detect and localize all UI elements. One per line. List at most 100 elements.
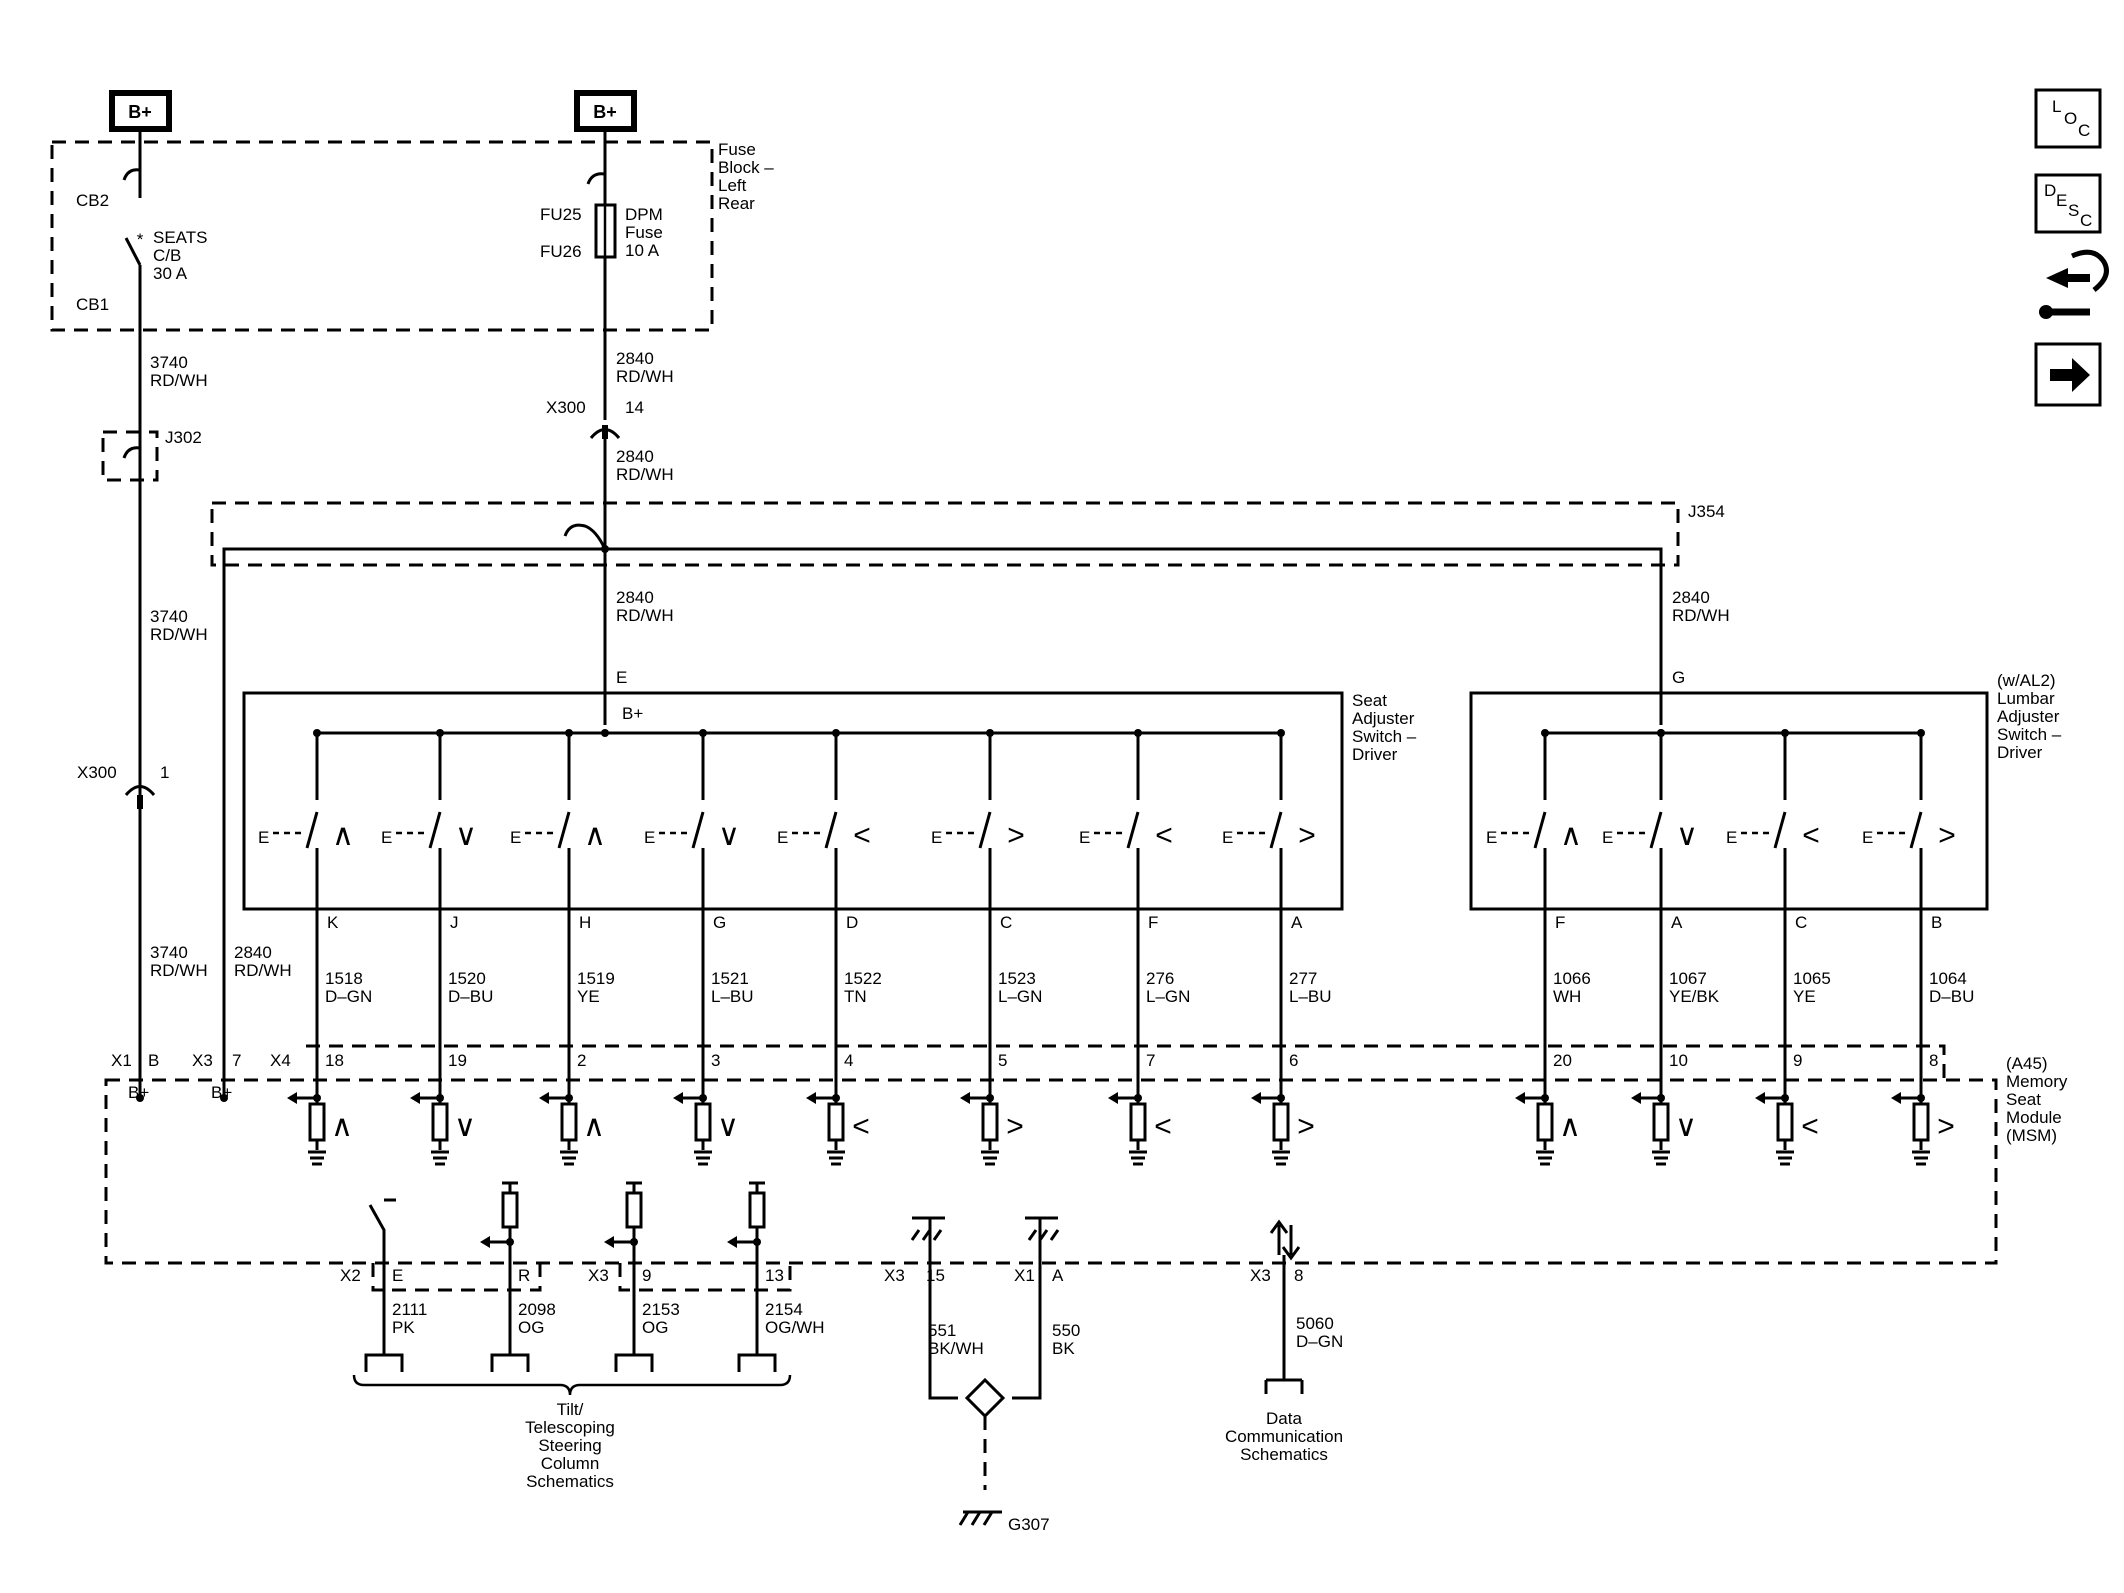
next-page-arrow-icon[interactable] [2034,342,2102,407]
g307-label: G307 [1008,1515,1050,1534]
seat-node-6 [1134,729,1142,737]
msm-x4-label: X4 [270,1051,291,1070]
svg-text:Lumbar: Lumbar [1997,689,2055,708]
seat-msm-pin-2: 2 [577,1051,586,1070]
connector-end-view-icon[interactable] [2039,249,2109,319]
seat-msm-pin-5: 5 [998,1051,1007,1070]
seat-pin-3: G [713,913,726,932]
seat-pullup-resistor-4 [827,1102,845,1142]
wire-5060-label: 5060 D–GN [1296,1314,1343,1351]
seat-msm-direction-6: < [1154,1110,1172,1143]
wire-3740-label-2: 3740 RD/WH [150,607,208,644]
lumbar-contact-3 [1909,811,1923,849]
seat-wire-number-2: 1519 [577,969,615,988]
lumbar-wire-number-1: 1067 [1669,969,1707,988]
msm-x1-pin: B [148,1051,159,1070]
lumbar-msm-pin-1: 10 [1669,1051,1688,1070]
svg-text:O: O [2064,109,2077,128]
msm-x1-label: X1 [111,1051,132,1070]
seat-ground-5 [981,1140,999,1166]
lumbar-node-2 [1781,729,1789,737]
seat-pin-7: A [1291,913,1303,932]
gnd2-pin: A [1052,1266,1064,1285]
svg-text:2840: 2840 [616,588,654,607]
seat-switch-label: Seat Adjuster Switch – Driver [1352,691,1417,764]
seat-ground-4 [827,1140,845,1166]
lumbar-wire-color-0: WH [1553,987,1581,1006]
seat-direction-4: < [853,819,871,852]
seat-e-label-6: E [1079,828,1090,847]
seat-pullup-resistor-0 [308,1102,326,1142]
svg-text:(MSM): (MSM) [2006,1126,2057,1145]
lumbar-msm-direction-3: > [1937,1110,1955,1143]
seat-node-3 [699,729,707,737]
lumbar-msm-direction-1: ∨ [1675,1110,1697,1143]
wire-2840-label-1: 2840 RD/WH [616,349,674,386]
seat-contact-6 [1126,811,1140,849]
x3-connector-outline [618,1263,792,1292]
svg-text:Fuse: Fuse [625,223,663,242]
seat-wire-number-7: 277 [1289,969,1317,988]
seat-ground-2 [560,1140,578,1166]
seat-switch-pin-e: E [616,668,627,687]
svg-text:3740: 3740 [150,943,188,962]
tilt-wire-color-2: OG [642,1318,668,1337]
svg-text:Communication: Communication [1225,1427,1343,1446]
seat-e-label-7: E [1222,828,1233,847]
lumbar-e-label-3: E [1862,828,1873,847]
seat-wire-number-5: 1523 [998,969,1036,988]
lumbar-ground-2 [1776,1140,1794,1166]
svg-text:RD/WH: RD/WH [1672,606,1730,625]
lumbar-wire-color-2: YE [1793,987,1816,1006]
svg-text:RD/WH: RD/WH [150,625,208,644]
data-pin: 8 [1294,1266,1303,1285]
seat-pin-4: D [846,913,858,932]
seat-wire-number-6: 276 [1146,969,1174,988]
desc-button[interactable]: D E S C [2034,173,2102,234]
seat-msm-pin-6: 7 [1146,1051,1155,1070]
seat-wire-number-4: 1522 [844,969,882,988]
lumbar-msm-pin-2: 9 [1793,1051,1802,1070]
seat-contact-0 [305,811,319,849]
seat-node-0 [313,729,321,737]
lumbar-contact-2 [1773,811,1787,849]
x3-label-a: X3 [588,1266,609,1285]
svg-text:RD/WH: RD/WH [234,961,292,980]
msm-label: (A45) Memory Seat Module (MSM) [2006,1054,2068,1145]
svg-text:C: C [2080,211,2092,230]
tilt-pin-2: 9 [642,1266,651,1285]
loc-button[interactable]: L O C [2034,88,2102,149]
svg-text:RD/WH: RD/WH [616,465,674,484]
tilt-pin-3: 13 [765,1266,784,1285]
seat-e-label-0: E [258,828,269,847]
tilt-wire-number-2: 2153 [642,1300,680,1319]
svg-text:(w/AL2): (w/AL2) [1997,671,2056,690]
svg-text:RD/WH: RD/WH [616,367,674,386]
tilt-connector-3 [737,1353,777,1372]
lumbar-ground-1 [1652,1140,1670,1166]
seat-wire-color-7: L–BU [1289,987,1332,1006]
lumbar-direction-3: > [1938,819,1956,852]
wire-551-label: 551 BK/WH [928,1321,984,1358]
lumbar-wire-number-0: 1066 [1553,969,1591,988]
seat-node-2 [565,729,573,737]
lumbar-ground-0 [1536,1140,1554,1166]
svg-text:10 A: 10 A [625,241,660,260]
lumbar-msm-direction-2: < [1801,1110,1819,1143]
lumbar-pin-2: C [1795,913,1807,932]
seat-ground-1 [431,1140,449,1166]
svg-text:2840: 2840 [234,943,272,962]
fuse-block-outline [50,140,714,332]
tilt-resistor-1 [501,1191,519,1229]
seat-msm-pin-0: 18 [325,1051,344,1070]
msm-switch-inputs: ∧∨∧∨<><>∧∨<> [136,1092,1955,1166]
svg-text:Tilt/: Tilt/ [557,1400,584,1419]
svg-text:Module: Module [2006,1108,2062,1127]
svg-text:L: L [2052,97,2061,116]
fu25-label: FU25 [540,205,582,224]
svg-text:Adjuster: Adjuster [1352,709,1415,728]
svg-text:Adjuster: Adjuster [1997,707,2060,726]
svg-text:C: C [2078,121,2090,140]
seat-msm-direction-5: > [1006,1110,1024,1143]
